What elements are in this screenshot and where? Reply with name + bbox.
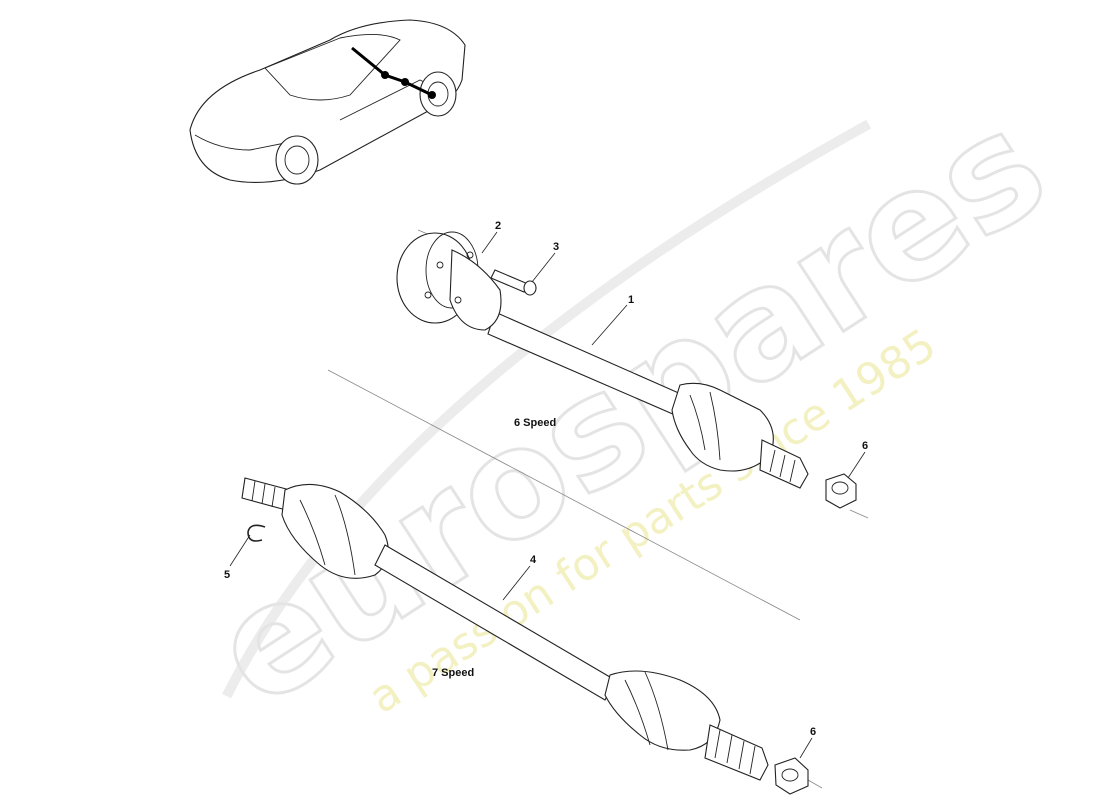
bottom-axis-line (849, 509, 869, 519)
driveshaft-7-speed (241, 477, 769, 781)
axle-nut-lower (774, 757, 809, 795)
callout-6-upper: 6 (862, 440, 868, 452)
callout-2: 2 (495, 220, 501, 232)
label-7-speed: 7 Speed (432, 667, 474, 679)
flange-bolt (490, 269, 537, 296)
cv-joint-flange (424, 251, 474, 304)
circlip (247, 524, 266, 542)
callout-5: 5 (224, 569, 230, 581)
callout-4: 4 (530, 554, 537, 566)
callout-1: 1 (628, 294, 634, 306)
car-thumbnail (189, 19, 466, 185)
driveshaft-6-speed (396, 231, 809, 489)
lower-axis-line (807, 779, 823, 789)
watermark-brand: eurospares (185, 78, 1075, 740)
axle-nut-upper (825, 473, 857, 509)
watermark-swoosh (222, 119, 872, 699)
callout-6-lower: 6 (810, 726, 816, 738)
variant-separator-line (327, 369, 801, 621)
label-6-speed: 6 Speed (514, 417, 556, 429)
leader-lines (229, 231, 866, 759)
callout-3: 3 (553, 241, 559, 253)
car-driveshaft-marker (351, 46, 433, 97)
